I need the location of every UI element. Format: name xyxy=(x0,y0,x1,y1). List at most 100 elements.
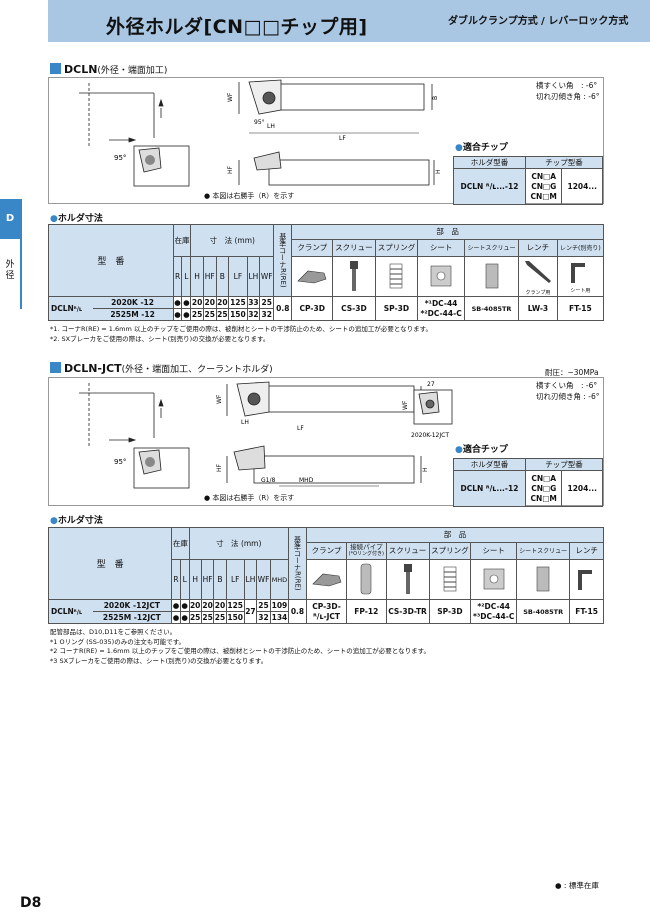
dim-value: 20 xyxy=(190,296,204,309)
section-dcln-heading: DCLN(外径・端面加工) xyxy=(50,63,167,76)
stock-r: ● xyxy=(172,296,183,309)
dim-value: 134 xyxy=(269,611,289,624)
parts-col: 接続パイプ xyxy=(350,542,383,551)
part-value: SP-3D xyxy=(374,296,419,321)
part-value: SB-4085TR xyxy=(463,296,520,321)
series-name: DCLN xyxy=(51,607,74,616)
stock-l: ● xyxy=(179,611,190,624)
dim-col: WF xyxy=(256,559,271,600)
dim-col: LF xyxy=(228,256,248,297)
chips-title-text: 適合チップ xyxy=(462,445,508,455)
chip-size: 1204... xyxy=(561,168,603,205)
wrench-icon xyxy=(569,559,604,600)
dim-header: 寸 法 (mm) xyxy=(188,527,289,560)
row-model: 2525M -12JCT xyxy=(92,611,173,624)
model-header: 型 番 xyxy=(47,527,173,600)
row-model: 2020K -12 xyxy=(92,296,174,309)
part-value: *²DC-44 xyxy=(477,601,511,611)
dim-value: 20 xyxy=(188,599,202,612)
label-wf: WF xyxy=(227,92,234,102)
label-h: H xyxy=(422,467,429,472)
parts-col: スプリング xyxy=(428,541,472,561)
dim-col: H xyxy=(190,256,204,297)
dim-value: 25 xyxy=(256,599,271,612)
seat-value: *¹DC-44*²DC-44-C xyxy=(417,296,465,321)
parts-col: シートスクリュー xyxy=(516,541,571,561)
chip-size: 1204... xyxy=(561,470,603,507)
parts-col: レンチ xyxy=(569,541,604,561)
section-title: DCLN-JCT xyxy=(64,362,122,375)
parts-col: スクリュー xyxy=(332,238,376,258)
dim-value: 109 xyxy=(269,599,289,612)
chips-title: ●適合チップ xyxy=(455,143,508,153)
footnote: *1. コーナR(RE) = 1.6mm 以上のチップをご使用の際は、被削材とシ… xyxy=(50,325,433,333)
seat-screw-icon xyxy=(463,256,520,297)
label-g: G1/8 xyxy=(261,477,275,484)
dim-value: 25 xyxy=(259,296,275,309)
part-value: CS-3D-TR xyxy=(385,599,430,624)
model-header: 型 番 xyxy=(48,224,174,297)
clamp-icon xyxy=(291,256,334,297)
dcln-drawing: 95° WF B LH LF 95° HF H xyxy=(79,79,442,187)
dim-col: LF xyxy=(225,559,245,600)
chip-types: CN□A CN□G CN□M xyxy=(524,168,563,205)
diagram-note: ● 本図は右勝手（R）を示す xyxy=(204,494,295,502)
stock-r: ● xyxy=(171,599,181,612)
chip-type: CN□A xyxy=(531,473,557,483)
corner-header: 基準コーナR(RE) xyxy=(273,224,293,297)
chip-types: CN□A CN□G CN□M xyxy=(524,470,563,507)
dcln-jct-drawing: 95° WF B LH LF HF H G1/8 MHD 27 WF xyxy=(79,381,453,489)
part-value: CP-3D- xyxy=(312,601,341,611)
diagram-note: ● 本図は右勝手（R）を示す xyxy=(204,192,295,200)
footnote: *1 Oリング (SS-035)のみの注文も可能です。 xyxy=(50,637,186,646)
dim-col: B xyxy=(213,559,227,600)
parts-col: スクリュー xyxy=(385,541,430,561)
pressure-note: 耐圧：~30MPa xyxy=(545,368,599,377)
stock-col: R xyxy=(172,256,183,297)
dim-value: 33 xyxy=(246,296,261,309)
dim-value: 25 xyxy=(213,611,227,624)
parts-col: シートスクリュー xyxy=(463,238,520,258)
dim-value: 25 xyxy=(188,611,202,624)
parts-col: スプリング xyxy=(374,238,419,258)
stock-l: ● xyxy=(179,599,190,612)
section-subtitle: (外径・端面加工、クーラントホルダ) xyxy=(121,365,273,375)
wrench-extra-sub: シート用 xyxy=(570,288,591,294)
stock-header: 在庫 xyxy=(172,224,192,257)
page-title: 外径ホルダ[CN□□チップ用] xyxy=(106,16,368,38)
series-rl: ᴿ/ʟ xyxy=(73,306,83,313)
part-value: LW-3 xyxy=(518,296,558,321)
angle-note: 横すくい角 : -6° 切れ刃傾き角 : -6° xyxy=(536,80,600,102)
dcln-table: 型 番 在庫 寸 法 (mm) 基準コーナR(RE) 部 品 クランプ スクリュ… xyxy=(48,224,605,321)
dim-col: HF xyxy=(200,559,215,600)
parts-col: クランプ xyxy=(291,238,334,258)
footnotes-1: *1. コーナR(RE) = 1.6mm 以上のチップをご使用の際は、被削材とシ… xyxy=(50,325,432,344)
dim-value: 150 xyxy=(228,308,248,321)
part-value: FT-15 xyxy=(569,599,604,624)
stock-r: ● xyxy=(171,611,181,624)
chip-holder: DCLN ᴿ/ʟ...-12 xyxy=(453,470,526,507)
part-value: CP-3D xyxy=(291,296,334,321)
angle-note-line: 切れ刃傾き角 : -6° xyxy=(536,392,600,401)
dim-value-lh: 27 xyxy=(243,599,258,624)
stock-l: ● xyxy=(181,308,192,321)
stock-col: L xyxy=(179,559,190,600)
series-name: DCLN xyxy=(51,304,74,313)
label-b: B xyxy=(432,96,439,100)
parts-col: レンチ(別売り) xyxy=(556,238,605,258)
chip-type: CN□M xyxy=(530,493,557,503)
side-label: 外径 xyxy=(5,260,15,281)
seat-value: *²DC-44*³DC-44-C xyxy=(470,599,518,624)
wrench-extra-icon: シート用 xyxy=(556,256,605,297)
chip-table: ホルダ型番 チップ型番 DCLN ᴿ/ʟ...-12 CN□A CN□G CN□… xyxy=(453,156,603,205)
screw-icon xyxy=(332,256,376,297)
chip-type: CN□G xyxy=(531,483,557,493)
footnotes-2: 配管部品は、D10,D11をご参照ください。 *1 Oリング (SS-035)の… xyxy=(50,628,430,666)
dim-value: 20 xyxy=(213,599,227,612)
chip-type: CN□G xyxy=(531,181,557,191)
series-cell: DCLNᴿ/ʟ xyxy=(48,296,93,321)
side-tab[interactable]: D xyxy=(0,199,20,239)
side-rule xyxy=(20,199,22,309)
page-header: 外径ホルダ[CN□□チップ用] ダブルクランプ方式 / レバーロック方式 xyxy=(48,0,650,42)
screw-icon xyxy=(385,559,430,600)
